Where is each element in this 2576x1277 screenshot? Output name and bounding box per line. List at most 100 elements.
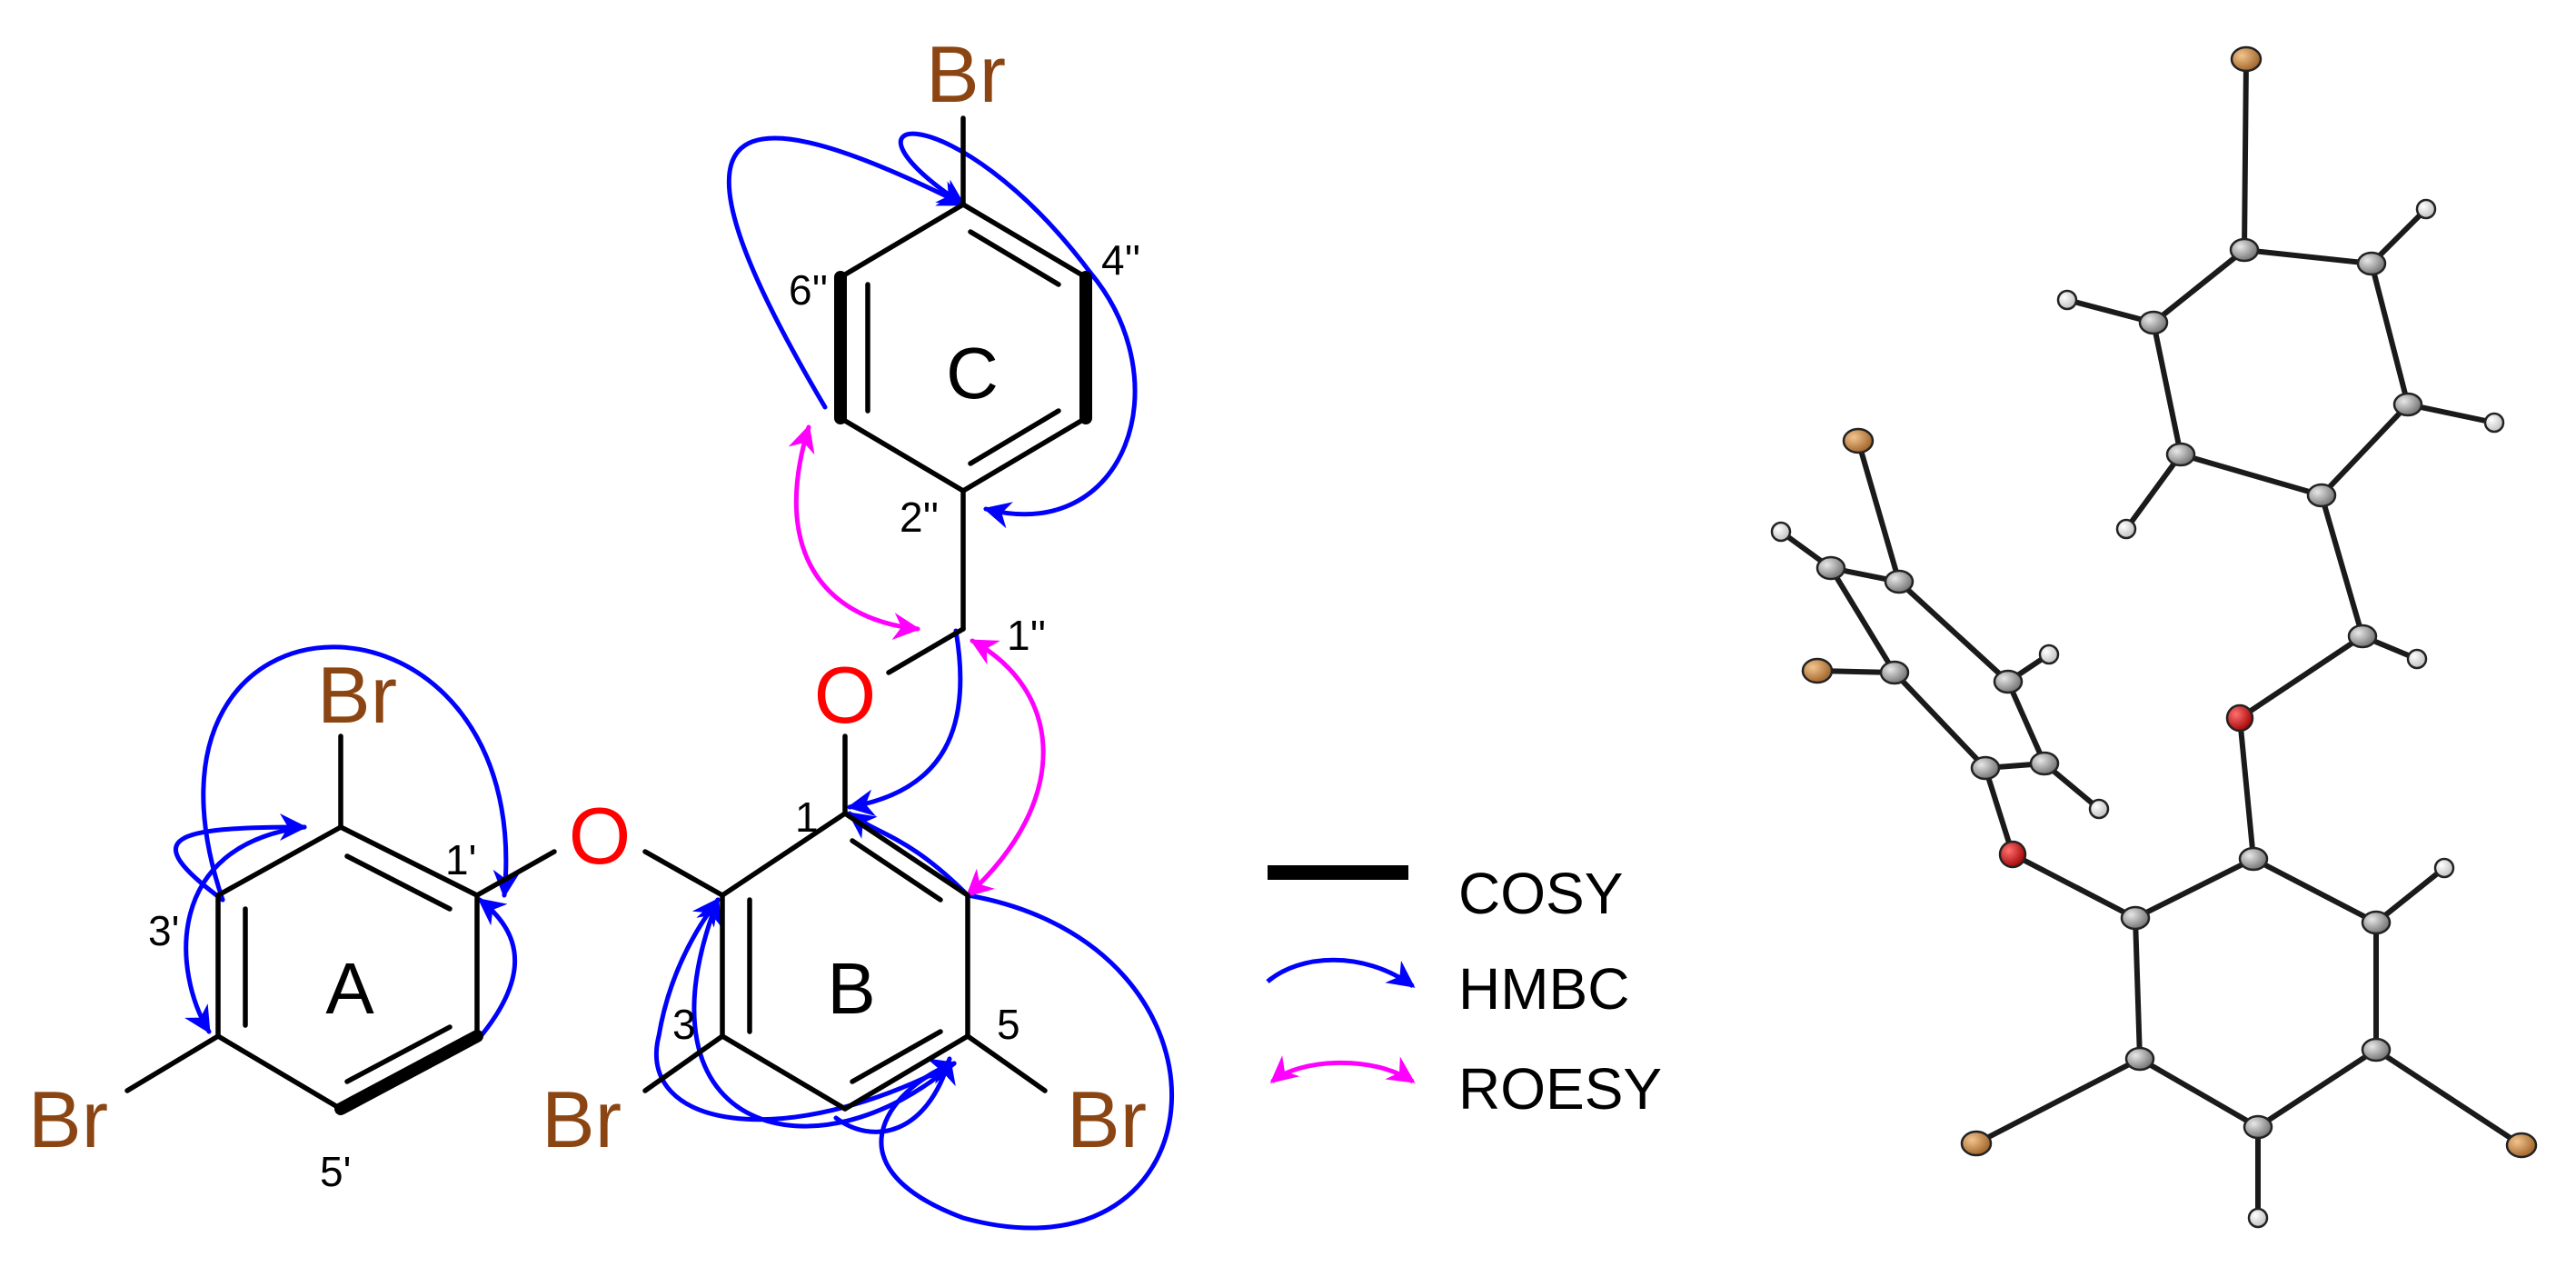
bond-inner: [968, 229, 1061, 287]
crystal-atom-h: [2415, 198, 2437, 220]
crystal-bond: [1892, 670, 1988, 771]
bond-inner: [850, 1029, 943, 1084]
crystal-atom-h: [2406, 648, 2428, 670]
atom-br-ring-b-3: Br: [542, 1074, 622, 1164]
hmbc-arrow: [654, 897, 957, 1122]
crystal-bond: [2242, 247, 2374, 266]
legend-hmbc-symbol: [1266, 957, 1416, 989]
crystal-bond: [1974, 1056, 2143, 1146]
bond: [842, 811, 970, 898]
bond-inner: [850, 838, 943, 903]
bond: [124, 1033, 221, 1093]
crystal-atom-br: [1801, 657, 1834, 684]
atom-labels: Br Br Br Br Br O O: [28, 29, 1147, 1164]
legend-roesy-symbol: [1269, 1055, 1416, 1084]
structure-diagram: Br Br Br Br Br O O C B A 6'' 4'' 2'' 1''…: [28, 29, 1174, 1231]
bond: [338, 824, 480, 898]
crystal-atom-c: [1879, 660, 1910, 685]
crystal-bond: [2137, 1056, 2261, 1130]
crystal-atoms: [1770, 45, 2538, 1229]
crystal-atom-h: [2038, 643, 2060, 665]
ring-label-b: B: [827, 948, 875, 1029]
atom-br-ring-b-5: Br: [1067, 1074, 1147, 1164]
ring-labels: C B A: [325, 333, 999, 1029]
crystal-bond: [2133, 856, 2256, 921]
crystal-atom-h: [1770, 521, 1792, 543]
bond: [838, 202, 966, 280]
bond: [642, 1033, 725, 1093]
position-label: 5': [320, 1148, 351, 1195]
bond-cosy: [334, 1030, 483, 1115]
hmbc-arrow: [174, 813, 307, 903]
crystal-bond: [2251, 856, 2379, 925]
bond: [474, 849, 557, 898]
bond: [215, 824, 343, 898]
bond: [838, 415, 966, 494]
crystal-bond: [2255, 1047, 2379, 1130]
bond: [886, 626, 966, 675]
hmbc-arrow: [879, 893, 1174, 1231]
crystal-atom-h: [2247, 1207, 2269, 1229]
crystal-bond: [1983, 765, 2015, 857]
roesy-arrow: [788, 424, 920, 640]
crystal-atom-h: [2056, 289, 2078, 311]
crystal-atom-c: [1815, 555, 1846, 581]
crystal-atom-h: [2088, 798, 2110, 820]
position-label: 3': [148, 907, 179, 954]
crystal-bond: [2242, 56, 2249, 253]
hmbc-arrow: [833, 1056, 956, 1134]
crystal-atom-c: [1993, 669, 2024, 694]
crystal-atom-c: [2124, 1046, 2155, 1072]
position-label: 1'': [1007, 612, 1046, 659]
crystal-bond: [2373, 865, 2447, 925]
crystal-atom-c: [2392, 392, 2423, 417]
bond: [960, 202, 1089, 280]
position-label: 1: [795, 793, 819, 841]
crystal-bond: [2373, 1047, 2524, 1148]
crystal-atom-br: [2505, 1132, 2538, 1159]
crystal-atom-c: [2120, 905, 2151, 931]
crystal-bond: [2064, 297, 2156, 325]
hmbc-arrow: [983, 270, 1138, 529]
crystal-atom-c: [2361, 910, 2392, 935]
crystal-bond: [1828, 565, 1897, 675]
crystal-atom-c: [2138, 310, 2169, 335]
ring-label-a: A: [325, 948, 374, 1029]
atom-br-top: Br: [926, 29, 1006, 119]
hmbc-arrow: [847, 628, 963, 817]
legend-cosy-label: COSY: [1458, 861, 1623, 926]
position-labels: 6'' 4'' 2'' 1'' 1 3 5 1' 3' 5': [148, 236, 1140, 1195]
hmbc-arrow: [847, 811, 970, 898]
bond: [720, 1033, 848, 1112]
hmbc-correlations: [174, 131, 1174, 1231]
crystal-bond: [2178, 452, 2324, 498]
crystal-bond: [2237, 715, 2256, 862]
legend-hmbc-label: HMBC: [1458, 956, 1629, 1022]
position-label: 5: [997, 1001, 1020, 1048]
crystal-bond: [2405, 402, 2497, 425]
position-label: 1': [445, 836, 476, 883]
bond: [960, 415, 1089, 494]
crystal-bond: [2369, 261, 2411, 407]
hmbc-arrow: [691, 897, 957, 1129]
crystal-bond: [1896, 579, 2011, 684]
atom-br-ring-a-2: Br: [317, 650, 397, 740]
crystal-atom-c: [1884, 569, 1915, 594]
crystal-atom-c: [2029, 751, 2060, 776]
crystal-atom-h: [2483, 412, 2505, 434]
position-label: 3: [672, 1001, 696, 1048]
crystal-bond: [2319, 402, 2411, 498]
ring-label-c: C: [946, 333, 999, 414]
crystal-atom-br: [2230, 45, 2263, 73]
legend: COSY HMBC ROESY: [1266, 861, 1662, 1122]
crystal-bond: [1855, 438, 1902, 584]
position-label: 6'': [789, 266, 828, 314]
crystal-bond: [2151, 247, 2247, 325]
position-label: 4'': [1101, 236, 1140, 284]
crystal-bond: [2237, 634, 2365, 721]
crystal-atom-c: [2306, 483, 2337, 508]
crystal-atom-c: [2165, 442, 2196, 467]
crystal-bond: [2151, 320, 2183, 457]
roesy-arrow: [965, 638, 1046, 898]
